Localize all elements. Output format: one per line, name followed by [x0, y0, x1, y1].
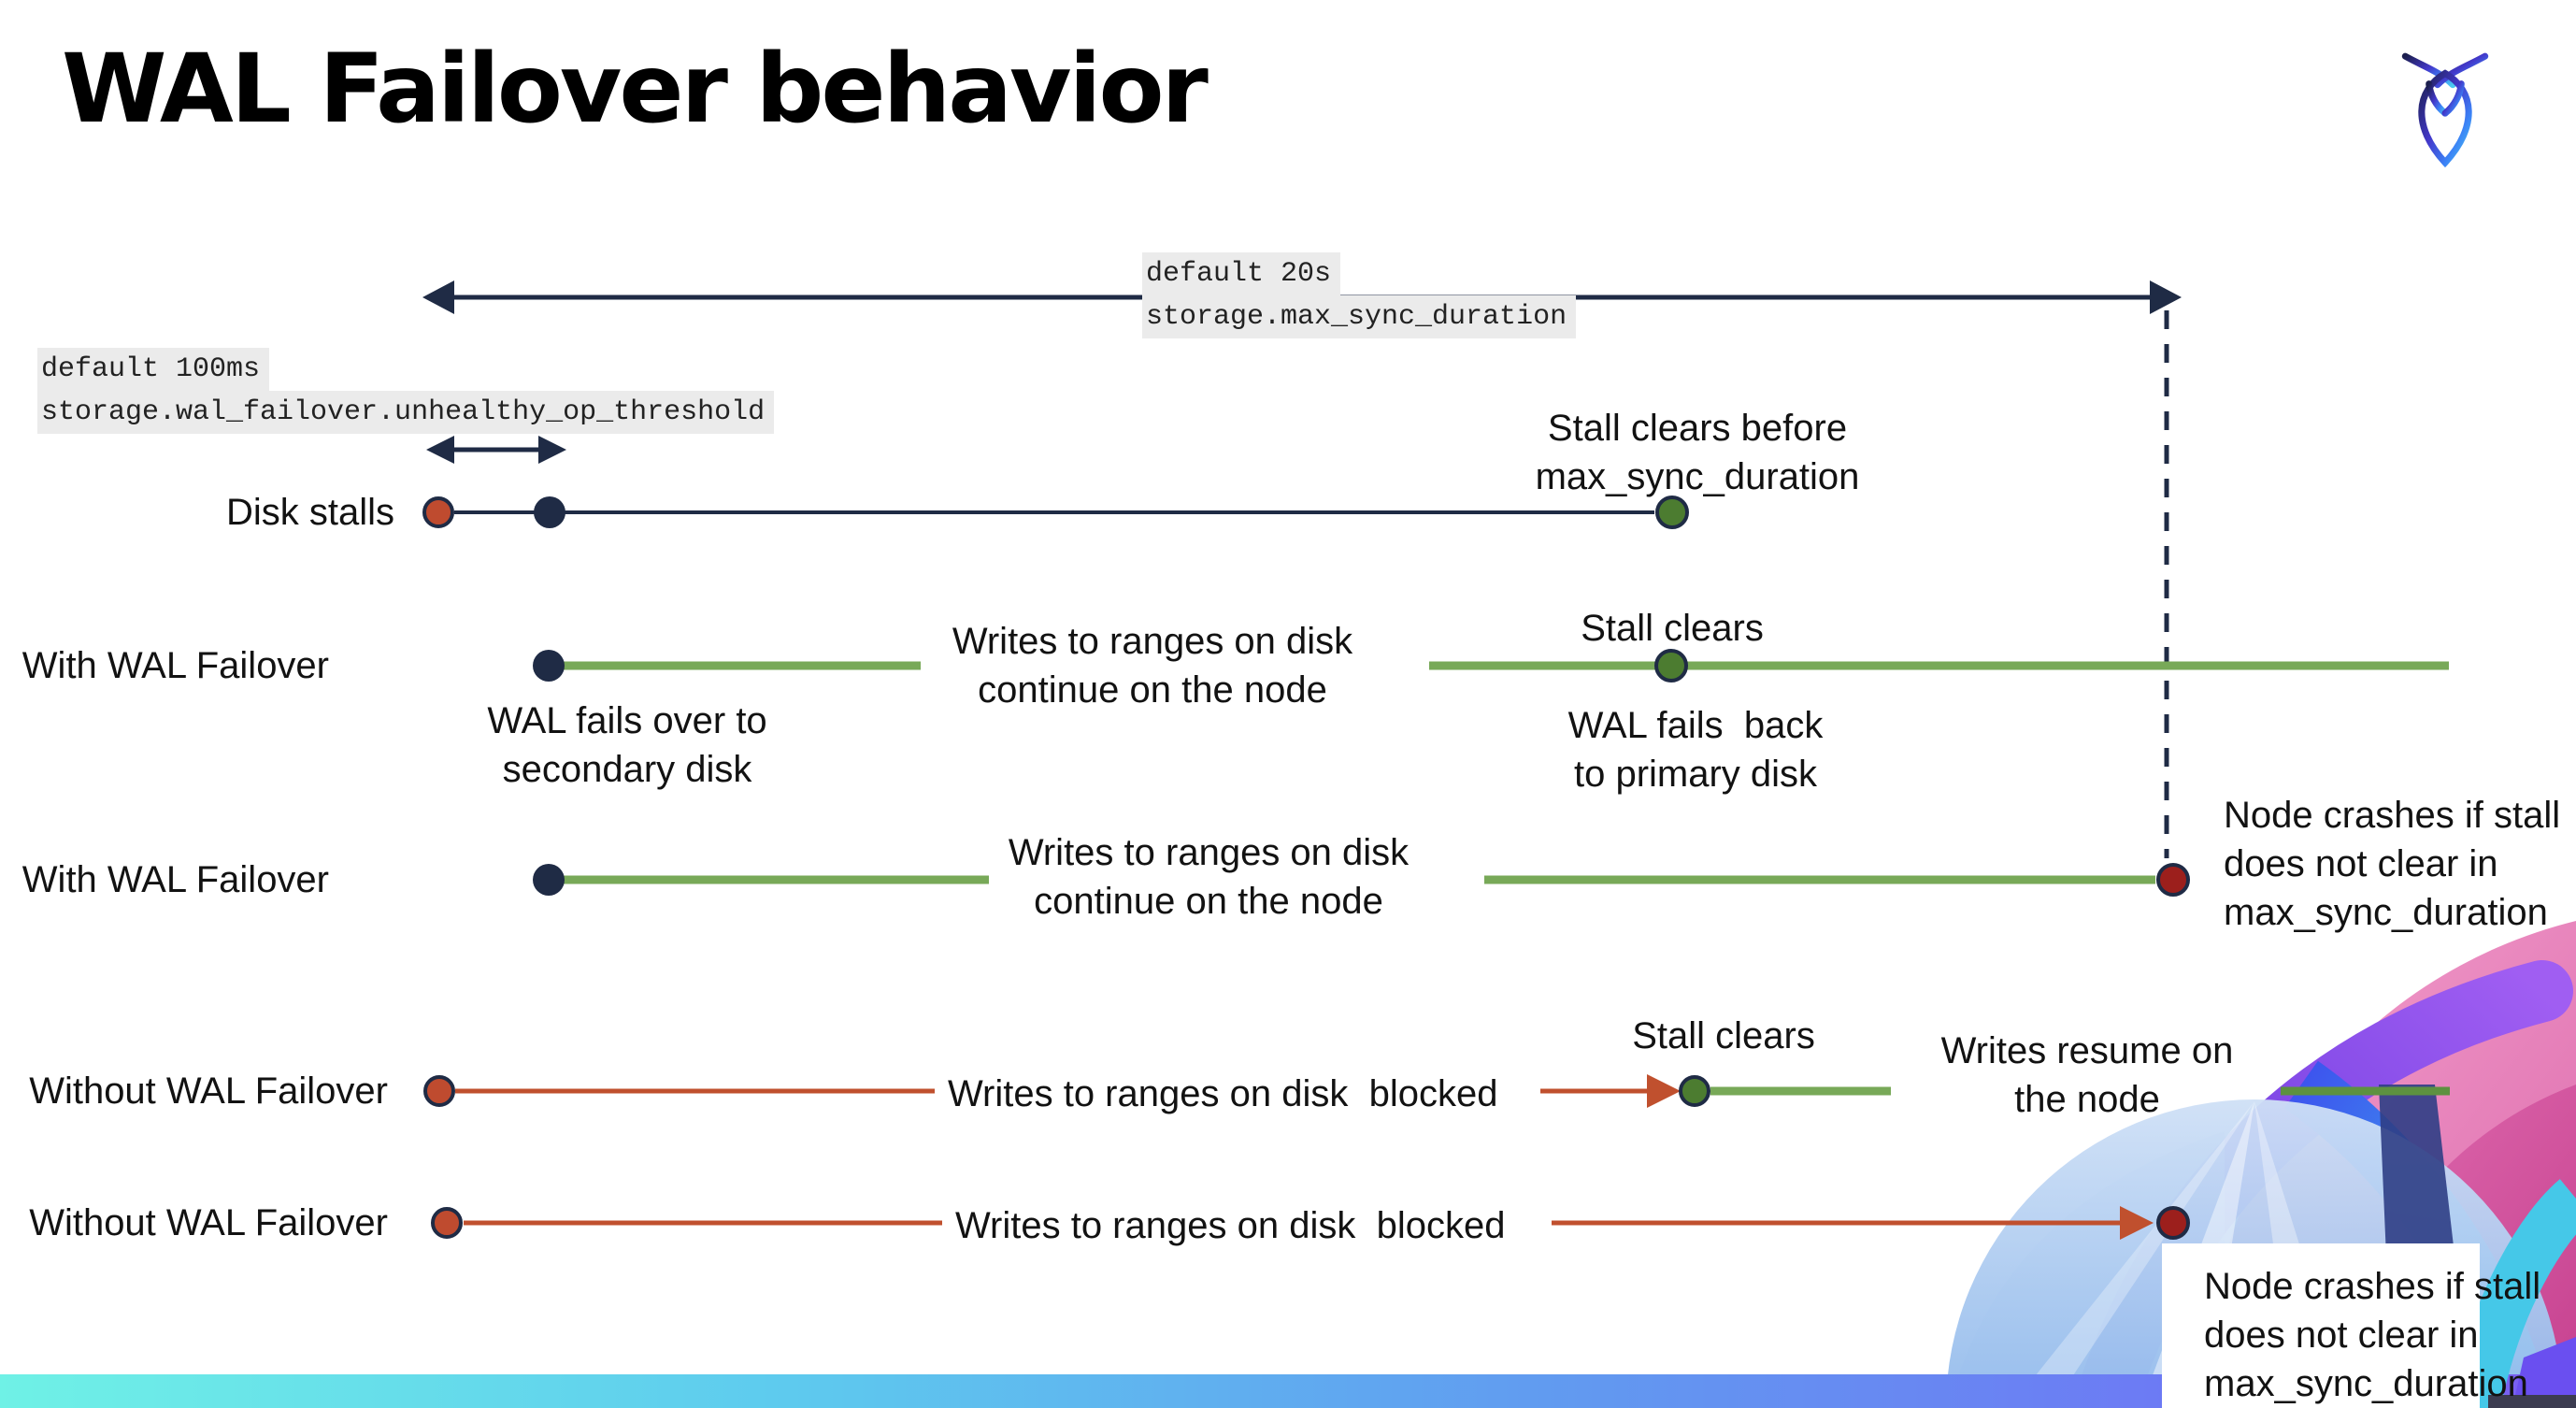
unhealthy-op-threshold-setting-label: default 100ms storage.wal_failover.unhea… [37, 348, 775, 434]
threshold-arrowhead-right-icon [538, 436, 566, 464]
note-writes-continue-2: Writes to ranges on disk continue on the… [1008, 832, 1410, 922]
row3-failover-dot [533, 864, 565, 896]
setting-name: storage.wal_failover.unhealthy_op_thresh… [37, 391, 775, 434]
note-wal-fails-back: WAL fails back to primary disk [1567, 705, 1824, 795]
note-stall-clears-2: Stall clears [1632, 1015, 1815, 1056]
row5-red-arrowhead-icon [2120, 1206, 2154, 1240]
note-writes-continue-1: Writes to ranges on disk continue on the… [952, 621, 1353, 711]
note-writes-resume: Writes resume on the node [1940, 1030, 2234, 1120]
decor-dome-fan-3 [2010, 1101, 2254, 1408]
page-title: WAL Failover behavior [62, 34, 1209, 145]
decor-purple-corner [2512, 1337, 2576, 1408]
threshold-arrowhead-left-icon [426, 436, 454, 464]
row2-stall-clears-dot [1654, 649, 1688, 682]
bottom-gradient-bar [0, 1374, 2576, 1408]
row1-threshold-dot [534, 496, 565, 528]
row4-stall-start-dot [423, 1075, 455, 1107]
row2-failover-dot [533, 650, 565, 682]
row-label-with-wal-failover-2: With WAL Failover [21, 859, 329, 900]
node-crashes-note-box [2162, 1243, 2480, 1408]
row5-stall-start-dot [431, 1207, 463, 1239]
note-node-crashes-2: Node crashes if stall does not clear in … [2204, 1266, 2541, 1404]
row4-red-arrowhead-icon [1647, 1074, 1681, 1108]
arrowhead-right-icon [2150, 280, 2182, 314]
row-label-without-wal-failover-2: Without WAL Failover [29, 1202, 388, 1243]
setting-name: storage.max_sync_duration [1142, 295, 1577, 338]
row1-stall-clears-dot [1655, 496, 1689, 529]
decor-cyan-leg [2450, 1179, 2576, 1408]
row-label-without-wal-failover-1: Without WAL Failover [29, 1070, 388, 1112]
cockroachdb-logo-icon [2401, 52, 2489, 168]
row1-stall-start-dot [422, 496, 454, 528]
row4-stall-clears-dot [1679, 1075, 1710, 1107]
note-stall-clears-1: Stall clears [1581, 608, 1764, 649]
row-label-disk-stalls: Disk stalls [225, 492, 394, 533]
note-writes-blocked-2: Writes to ranges on disk blocked [955, 1205, 1506, 1246]
row3-crash-dot [2156, 863, 2190, 897]
setting-default-value: default 100ms [37, 348, 270, 391]
arrowhead-left-icon [422, 280, 454, 314]
note-wal-fails-over: WAL fails over to secondary disk [487, 700, 767, 790]
decor-dark-strip [2488, 1395, 2576, 1408]
note-writes-blocked-1: Writes to ranges on disk blocked [948, 1073, 1498, 1114]
note-node-crashes-1: Node crashes if stall does not clear in … [2224, 795, 2561, 933]
row-label-with-wal-failover-1: With WAL Failover [21, 645, 329, 686]
note-stall-clears-before: Stall clears before max_sync_duration [1535, 408, 1860, 497]
setting-default-value: default 20s [1142, 252, 1341, 295]
max-sync-duration-setting-label: default 20s storage.max_sync_duration [1142, 252, 1577, 338]
row5-crash-dot [2156, 1206, 2190, 1240]
